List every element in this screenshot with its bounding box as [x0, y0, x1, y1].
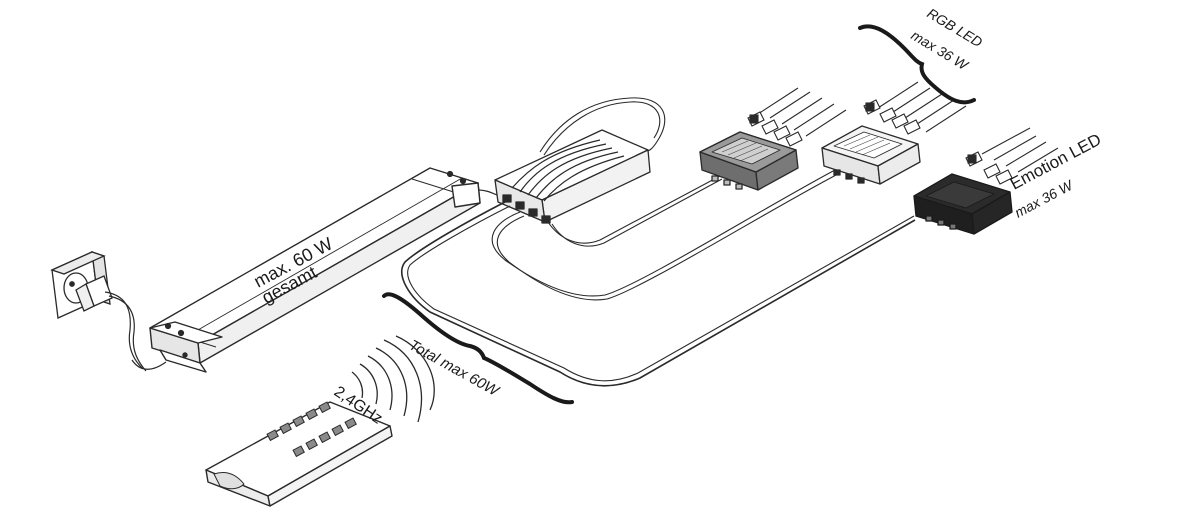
cable-to-gray-box — [547, 175, 723, 247]
power-plug — [75, 275, 113, 312]
cable-to-light-box — [491, 169, 839, 301]
emotion-box-dark — [913, 173, 1013, 235]
rgb-brace — [858, 24, 976, 105]
remote-buttons — [266, 401, 357, 458]
cable-to-emotion-box — [401, 201, 916, 387]
led-driver — [149, 167, 481, 373]
emotion-connectors — [965, 127, 1059, 185]
rgb-box-light — [821, 125, 921, 185]
rgb-connectors-gray — [747, 87, 847, 147]
total-brace — [382, 292, 574, 405]
wireless-signal-icon — [351, 335, 435, 423]
receiver-box — [494, 129, 651, 224]
wall-socket — [50, 251, 111, 319]
mains-cable — [104, 291, 167, 372]
rgb-box-gray — [699, 131, 799, 191]
receiver-loop-cable — [539, 97, 666, 153]
rgb-connectors-light — [863, 81, 967, 135]
